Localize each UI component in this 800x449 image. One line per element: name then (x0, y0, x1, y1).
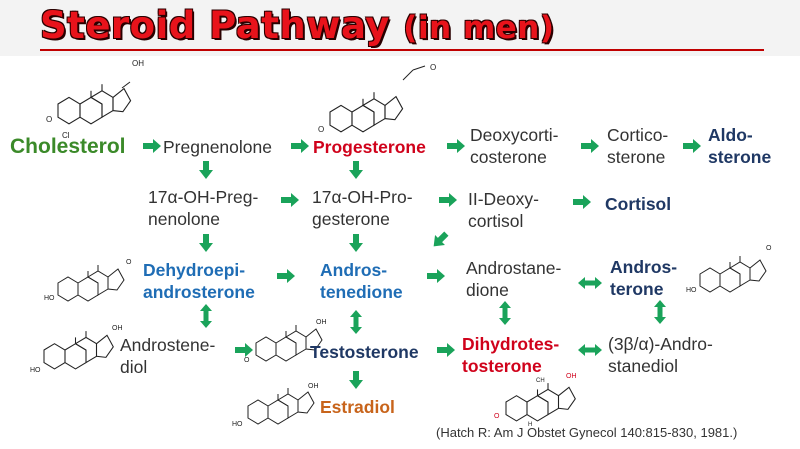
node-corticosterone-line1: Cortico- (607, 125, 669, 145)
node-17oh-pregnenolone-line2: nenolone (148, 209, 221, 229)
node-androstenediol-line2: diol (120, 357, 148, 377)
androstenediol-ho-label: HO (30, 367, 41, 374)
node-aldosterone-line2: sterone (708, 147, 772, 167)
title-main: Steroid Pathway (40, 4, 390, 47)
cholesterol-structure: OH O Cl (46, 59, 144, 140)
node-dhea-line2: androsterone (143, 282, 255, 302)
node-androsterone-line2: terone (610, 279, 664, 299)
title-sub: (in men) (403, 10, 555, 46)
androstenediol-oh-label: OH (112, 325, 123, 332)
dhea-ho-label: HO (44, 295, 55, 302)
cholesterol-cl-label: Cl (62, 131, 70, 140)
dht-oh-label: OH (566, 373, 577, 380)
node-11-deoxycortisol-line2: cortisol (468, 211, 524, 231)
node-11-deoxycortisol-line1: II-Deoxy- (468, 189, 539, 209)
node-corticosterone-line2: sterone (607, 147, 666, 167)
node-androsterone: Andros- terone (610, 256, 677, 300)
node-estradiol: Estradiol (320, 397, 395, 417)
node-progesterone: Progesterone (313, 137, 426, 157)
node-17oh-progesterone-line1: 17α-OH-Pro- (312, 187, 413, 207)
testosterone-o-label: O (244, 357, 250, 364)
node-dhea-line1: Dehydroepi- (143, 260, 246, 280)
cholesterol-oh-label: OH (132, 59, 144, 68)
estradiol-ho-label: HO (232, 421, 243, 428)
node-androstenediol: Androstene- diol (120, 334, 215, 378)
dht-o-label: O (494, 413, 500, 420)
androstenediol-structure: HO OH (30, 325, 123, 374)
progesterone-o-label: O (430, 63, 436, 72)
title-underline (40, 49, 764, 51)
title-bar (0, 0, 800, 56)
node-17oh-progesterone: 17α-OH-Pro- gesterone (312, 186, 413, 230)
androsterone-ho-label: HO (686, 287, 697, 294)
node-androstanediol: (3β/α)-Andro- stanediol (608, 333, 713, 377)
node-dihydrotestosterone: Dihydrotes- tosterone (462, 333, 559, 377)
node-androstenedione: Andros- tenedione (320, 259, 403, 303)
dhea-structure: HO O (44, 259, 132, 302)
node-aldosterone: Aldo- sterone (708, 124, 771, 168)
dhea-o-label: O (126, 259, 132, 266)
page-title: Steroid Pathway (in men) (40, 4, 555, 47)
node-androstanedione-line2: dione (466, 280, 509, 300)
node-17oh-pregnenolone: 17α-OH-Preg- nenolone (148, 186, 258, 230)
progesterone-o-ring-label: O (318, 125, 324, 134)
node-dihydrotestosterone-line2: tosterone (462, 356, 542, 376)
node-androstenedione-line1: Andros- (320, 260, 388, 280)
node-androstenediol-line1: Androstene- (120, 335, 216, 355)
node-deoxycorticosterone-line1: Deoxycorti- (470, 125, 559, 145)
dht-ch3-label: CH (536, 378, 545, 384)
node-pregnenolone: Pregnenolone (163, 137, 272, 157)
dht-structure: O OH CH H (494, 373, 577, 428)
cholesterol-o-label: O (46, 115, 52, 124)
progesterone-structure: O O (318, 63, 436, 134)
node-testosterone: Testosterone (310, 342, 419, 362)
estradiol-structure: HO OH (232, 383, 319, 428)
estradiol-oh-label: OH (308, 383, 319, 390)
node-androstenedione-line2: tenedione (320, 282, 403, 302)
node-cholesterol: Cholesterol (10, 135, 126, 158)
node-deoxycorticosterone: Deoxycorti- costerone (470, 124, 559, 168)
node-17oh-progesterone-line2: gesterone (312, 209, 390, 229)
androsterone-structure: HO O (686, 245, 772, 294)
node-dhea: Dehydroepi- androsterone (143, 259, 255, 303)
node-17oh-pregnenolone-line1: 17α-OH-Preg- (148, 187, 259, 207)
node-corticosterone: Cortico- sterone (607, 124, 668, 168)
citation: (Hatch R: Am J Obstet Gynecol 140:815-83… (436, 425, 738, 440)
testosterone-structure: O OH (244, 319, 327, 364)
node-cortisol: Cortisol (605, 194, 672, 214)
node-androstanedione: Androstane- dione (466, 257, 561, 301)
androsterone-o-label: O (766, 245, 772, 252)
node-androsterone-line1: Andros- (610, 257, 678, 277)
node-aldosterone-line1: Aldo- (708, 125, 753, 145)
node-dihydrotestosterone-line1: Dihydrotes- (462, 334, 560, 354)
dht-h-label: H (528, 422, 532, 428)
node-androstanedione-line1: Androstane- (466, 258, 562, 278)
node-androstanediol-line1: (3β/α)-Andro- (608, 334, 713, 354)
node-deoxycorticosterone-line2: costerone (470, 147, 547, 167)
node-androstanediol-line2: stanediol (608, 356, 679, 376)
testosterone-oh-label: OH (316, 319, 327, 326)
node-11-deoxycortisol: II-Deoxy- cortisol (468, 188, 539, 232)
